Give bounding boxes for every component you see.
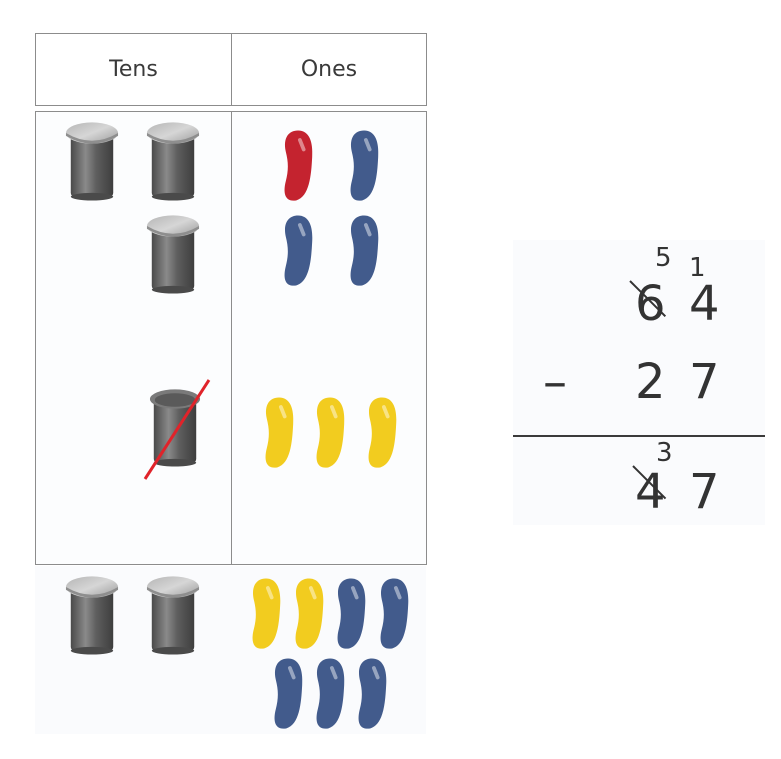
regroup-tens-mark: 5 [655, 243, 672, 273]
subtrahend-tens: 2 [635, 354, 666, 410]
yellow-bean-icon [249, 575, 283, 652]
blue-bean-icon [355, 655, 389, 732]
blue-bean-icon [347, 212, 381, 289]
red-bean-icon [281, 127, 315, 204]
column-divider [231, 112, 232, 564]
result-cup-icon [146, 574, 200, 656]
minus-operator: – [543, 354, 567, 410]
blue-bean-icon [347, 127, 381, 204]
regroup-ones-mark: 1 [689, 253, 706, 283]
sum-line [513, 435, 765, 437]
yellow-bean-icon [365, 394, 399, 471]
tens-cup-icon [146, 120, 200, 202]
minuend-tens: 6 [635, 276, 666, 332]
tens-cup-icon [146, 213, 200, 295]
tens-cup-icon [65, 120, 119, 202]
blue-bean-icon [271, 655, 305, 732]
blue-bean-icon [334, 575, 368, 652]
yellow-bean-icon [262, 394, 296, 471]
ones-header: Ones [300, 57, 358, 82]
answer-correction: 3 [656, 438, 673, 468]
blue-bean-icon [377, 575, 411, 652]
minuend-ones: 4 [689, 276, 720, 332]
result-cup-icon [65, 574, 119, 656]
tens-header: Tens [36, 34, 232, 105]
blue-bean-icon [313, 655, 347, 732]
yellow-bean-icon [313, 394, 347, 471]
place-value-header: Tens Ones [35, 33, 427, 106]
blue-bean-icon [281, 212, 315, 289]
subtraction-panel: 5 1 6 4 – 2 7 3 4 7 [513, 240, 765, 525]
crossed-out-cup-icon [143, 379, 211, 480]
answer-ones: 7 [689, 464, 720, 520]
yellow-bean-icon [292, 575, 326, 652]
subtrahend-ones: 7 [689, 354, 720, 410]
